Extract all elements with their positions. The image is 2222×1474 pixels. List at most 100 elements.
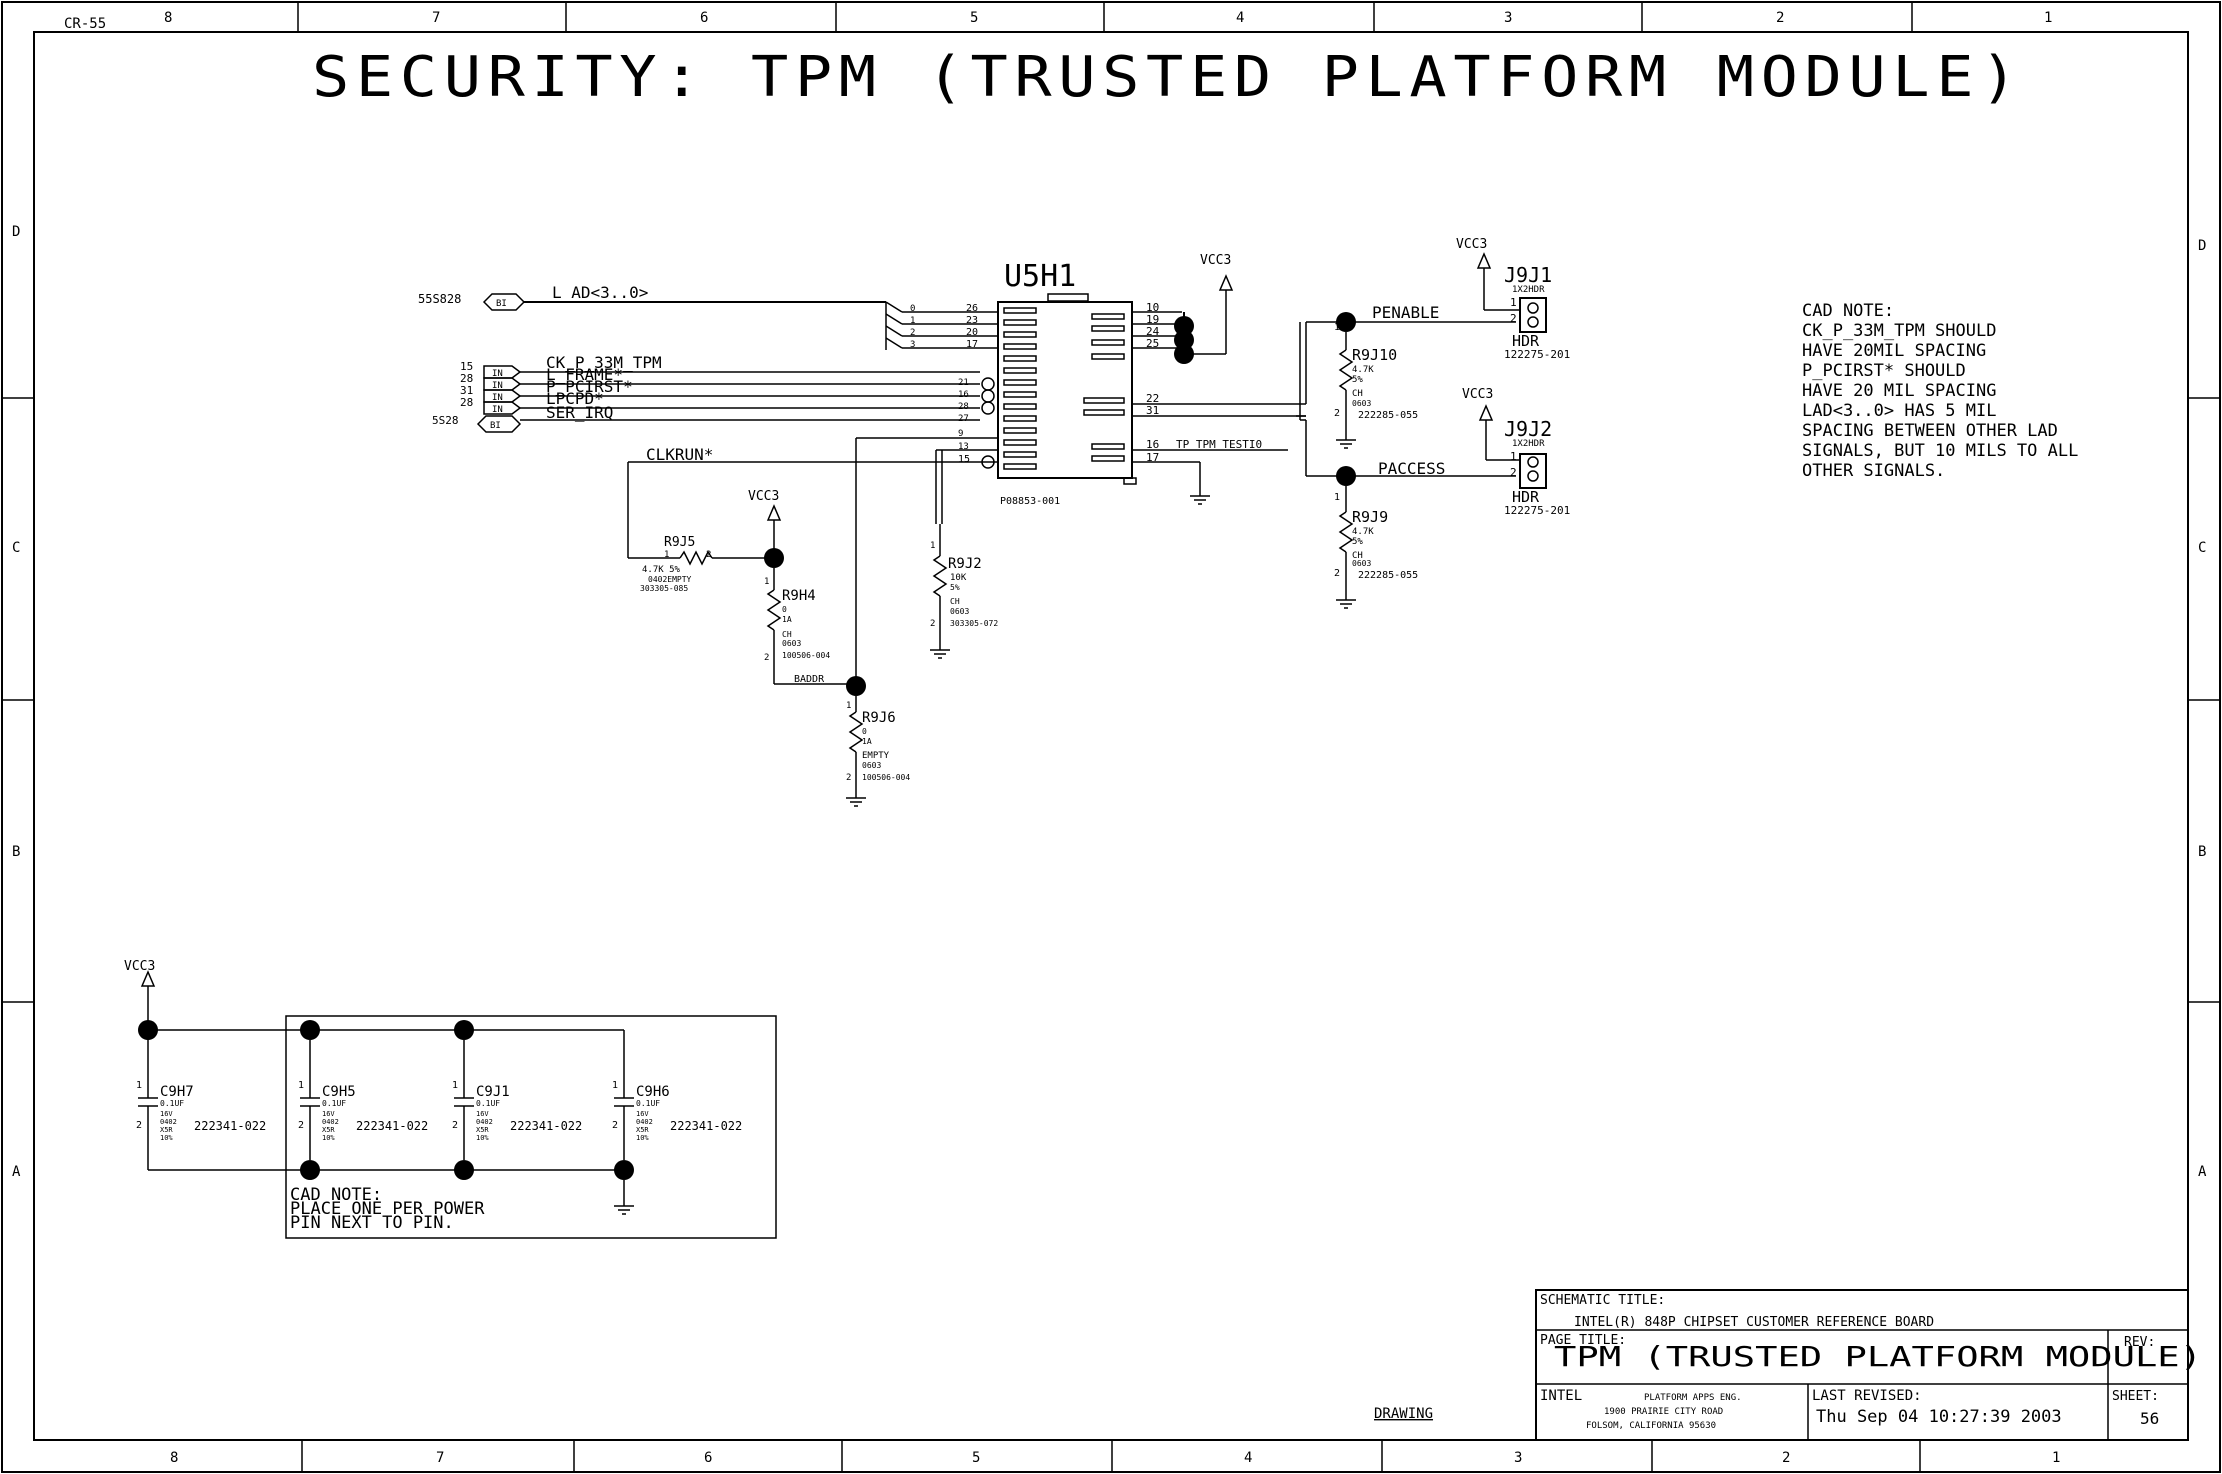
vcc-j9j1: VCC3 <box>1456 237 1487 252</box>
vcc-r9h4: VCC3 <box>748 489 779 504</box>
lad-pin-2: 20 <box>966 327 978 338</box>
row-right-a: A <box>2198 1164 2207 1180</box>
col-bottom-3: 3 <box>1514 1450 1522 1466</box>
svg-text:1: 1 <box>612 1080 618 1091</box>
c9h6-pn: 222341-022 <box>670 1119 742 1133</box>
r9j2-ref: R9J2 <box>948 556 982 572</box>
c9h5-ref: C9H5 <box>322 1084 356 1100</box>
svg-text:1: 1 <box>298 1080 304 1091</box>
c9h5-l3: 10% <box>322 1134 335 1142</box>
tb-schematic-title-label: SCHEMATIC TITLE: <box>1540 1293 1665 1308</box>
tb-page-title: TPM (TRUSTED PLATFORM MODULE) <box>1554 1340 2202 1373</box>
r9h4-l4: 100506-004 <box>782 651 830 660</box>
lad-bit-0: 0 <box>910 304 915 314</box>
col-bottom-5: 5 <box>972 1450 980 1466</box>
r9j6-l3: 0603 <box>862 761 881 770</box>
svg-text:2: 2 <box>612 1120 618 1131</box>
r9j2-l1: 5% <box>950 583 960 592</box>
baddr-net: BADDR <box>794 674 825 685</box>
c9h5-pn: 222341-022 <box>356 1119 428 1133</box>
c9j1-l0: 16V <box>476 1110 489 1118</box>
sig4-page: 5S28 <box>432 414 459 427</box>
sig0-page: 15 <box>460 360 473 373</box>
cad-note-r7: SIGNALS, BUT 10 MILS TO ALL <box>1802 441 2078 461</box>
tb-addr2: 1900 PRAIRIE CITY ROAD <box>1604 1407 1723 1417</box>
row-left-d: D <box>12 224 20 240</box>
col-bottom-1: 1 <box>2052 1450 2060 1466</box>
ic-rpin-16: 16 <box>1146 438 1159 451</box>
c9h6-val: 0.1UF <box>636 1099 660 1108</box>
r9j5-pn: 303305-085 <box>640 584 688 593</box>
r9h4-l0: 0 <box>782 605 787 614</box>
svg-text:2: 2 <box>930 619 935 629</box>
lad-pin-1: 23 <box>966 315 978 326</box>
svg-text:2: 2 <box>298 1120 304 1131</box>
sig3-dir: IN <box>492 405 503 415</box>
r9j10-l4: 222285-055 <box>1358 410 1418 421</box>
svg-text:1: 1 <box>452 1080 458 1091</box>
r9j5-pkg: 0402EMPTY <box>648 575 692 584</box>
c9h6-l3: 10% <box>636 1134 649 1142</box>
sig0-name: CK_P_33M_TPM <box>546 353 662 372</box>
r9j9-l3: 0603 <box>1352 559 1371 568</box>
tb-schematic-title: INTEL(R) 848P CHIPSET CUSTOMER REFERENCE… <box>1574 1315 1934 1330</box>
lad-dir: BI <box>496 299 507 309</box>
cad-note-c1: PLACE ONE PER POWER <box>290 1199 485 1219</box>
sig2-pin: 16 <box>958 390 969 400</box>
c9h5-l2: X5R <box>322 1126 335 1134</box>
r9j6-l1: 1A <box>862 737 872 746</box>
r9j9-l4: 222285-055 <box>1358 570 1418 581</box>
c9h6-ref: C9H6 <box>636 1084 670 1100</box>
tb-company: INTEL <box>1540 1388 1582 1404</box>
lad-page-ref: 55S828 <box>418 292 461 306</box>
svg-text:1: 1 <box>846 701 851 711</box>
lad-bit-2: 2 <box>910 328 915 338</box>
c9h7-l1: 0402 <box>160 1118 177 1126</box>
col-top-3: 3 <box>1504 10 1512 26</box>
cad-note-r2: HAVE 20MIL SPACING <box>1802 341 1986 361</box>
sig1-dir: IN <box>492 381 503 391</box>
svg-text:1: 1 <box>1334 492 1340 503</box>
svg-text:2: 2 <box>1334 408 1340 419</box>
r9j6-l2: EMPTY <box>862 751 890 761</box>
cap-c9h6: 12 C9H6 0.1UF 16V 0402 X5R 10% 222341-02… <box>612 1080 742 1142</box>
sig0-dir: IN <box>492 369 503 379</box>
r9j10-ref: R9J10 <box>1352 346 1397 364</box>
j9j2-hdr: HDR <box>1512 488 1540 506</box>
lad-name: L_AD<3..0> <box>552 283 648 302</box>
ic-rpin-25: 25 <box>1146 337 1159 350</box>
test-net: TP_TPM_TESTI0 <box>1176 438 1262 451</box>
ic-u5h1: U5H1 P08853-001 10 19 24 25 <box>997 253 1346 507</box>
c9h6-l0: 16V <box>636 1110 649 1118</box>
sig4-pin: 27 <box>958 414 969 424</box>
misc-pin: 13 <box>958 442 969 452</box>
title-block: SCHEMATIC TITLE: INTEL(R) 848P CHIPSET C… <box>1374 1289 2202 1441</box>
r9j10-l1: 5% <box>1352 375 1363 385</box>
sig4-name: SER_IRQ <box>546 403 613 422</box>
j9j1-type: 1X2HDR <box>1512 285 1545 295</box>
cad-note-c0: CAD NOTE: <box>290 1185 382 1205</box>
r9j9-l1: 5% <box>1352 537 1363 547</box>
zone-labels: CR-55 8 7 6 5 4 3 2 1 8 7 6 5 4 3 2 1 D … <box>12 10 2207 1466</box>
col-top-4: 4 <box>1236 10 1244 26</box>
svg-text:2: 2 <box>706 550 711 560</box>
col-top-7: 7 <box>432 10 440 26</box>
svg-text:1: 1 <box>764 577 769 587</box>
svg-text:1: 1 <box>1334 322 1340 333</box>
row-left-a: A <box>12 1164 21 1180</box>
r9j6-l0: 0 <box>862 727 867 736</box>
r9j9-ref: R9J9 <box>1352 508 1388 526</box>
sig2-name: P_PCIRST* <box>546 377 633 396</box>
j9j2-pn: 122275-201 <box>1504 504 1570 517</box>
ic-rpin-22: 22 <box>1146 392 1159 405</box>
c9h5-val: 0.1UF <box>322 1099 346 1108</box>
tb-sheet-no: 56 <box>2140 1409 2159 1428</box>
c9j1-pn: 222341-022 <box>510 1119 582 1133</box>
col-bottom-4: 4 <box>1244 1450 1252 1466</box>
r9j2-pulldown: 12 R9J2 10K 5% CH 0603 303305-072 <box>930 524 998 659</box>
row-right-b: B <box>2198 844 2206 860</box>
row-right-c: C <box>2198 540 2206 556</box>
